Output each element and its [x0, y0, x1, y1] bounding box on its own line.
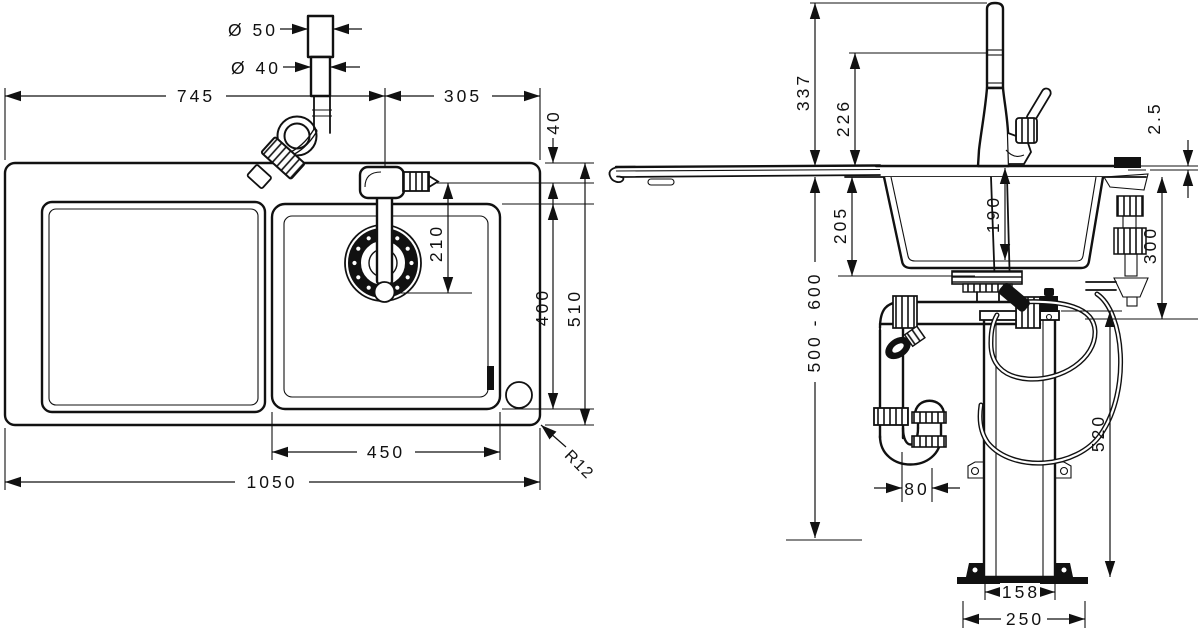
dim-510: 510: [545, 163, 594, 426]
mount-tab-left: [967, 461, 985, 479]
dim-label: 745: [177, 86, 215, 106]
dim-label: 500 - 600: [804, 272, 824, 373]
dim-1050: 1050: [4, 428, 541, 492]
dim-hole-small: Ø 40: [231, 58, 360, 78]
rim-clamp-cap: [1114, 157, 1141, 168]
dim-label: 1050: [247, 472, 298, 492]
dim-400: 400: [502, 203, 594, 410]
drain-plumbing: [873, 270, 1042, 466]
dim-label: 520: [1088, 414, 1108, 452]
dim-2-5: 2.5: [1141, 101, 1198, 198]
dim-label: 40: [543, 109, 563, 134]
mount-tab-right: [1054, 461, 1072, 479]
dim-label: 450: [367, 442, 405, 462]
trap-outlet: [885, 325, 926, 360]
dim-label: R12: [561, 447, 597, 483]
spout-outlet: [373, 281, 396, 303]
pipe-nut: [892, 295, 918, 329]
drainboard-pad: [647, 178, 675, 186]
dim-label: 205: [830, 206, 850, 244]
dim-205: 205: [830, 177, 975, 277]
dim-305: 305: [385, 86, 541, 160]
dim-label: 510: [564, 289, 584, 327]
hose-elbow-fitting: [998, 282, 1030, 312]
shank-d40: [309, 55, 332, 98]
faucet-body: [976, 86, 1011, 168]
dim-40: 40: [540, 109, 594, 208]
dim-label: 300: [1140, 226, 1160, 264]
dim-label: 210: [426, 224, 446, 262]
dim-226: 226: [833, 52, 987, 166]
sbox-column: [957, 288, 1088, 584]
hose-elbow: [286, 128, 318, 158]
dim-158: 158: [984, 582, 1056, 602]
trap-nut: [873, 407, 909, 426]
dim-250: 250: [962, 601, 1086, 629]
hose-guide-funnel: [1113, 277, 1149, 298]
dim-label: 226: [833, 99, 853, 137]
handle-block: [402, 171, 430, 192]
handle-tip: [428, 174, 440, 189]
drainboard-profile: [608, 164, 882, 186]
spout-arm: [375, 194, 394, 286]
dim-450: 450: [271, 412, 501, 462]
dim-label: 305: [444, 86, 482, 106]
dim-337: 337: [793, 2, 987, 166]
drainboard-inner-line: [48, 208, 259, 406]
fastening-hardware: [1085, 173, 1149, 307]
pullout-hoses: [977, 282, 1124, 466]
dim-label: 80: [904, 479, 929, 499]
shank-d50: [306, 14, 335, 59]
drainboard: [40, 200, 267, 414]
dim-label: 158: [1002, 582, 1040, 602]
dim-745: 745: [4, 86, 385, 160]
dim-label: 190: [983, 195, 1003, 233]
dim-label: 250: [1006, 609, 1044, 629]
trap-dome: [913, 399, 946, 417]
dim-210: 210: [396, 183, 472, 294]
dim-500-600: 500 - 600: [786, 177, 862, 541]
dim-hole-large: Ø 50: [228, 20, 362, 40]
drain-flange: [951, 270, 1023, 285]
dim-80: 80: [874, 452, 960, 502]
handle-base: [1015, 117, 1038, 144]
dim-300: 300: [1085, 177, 1198, 320]
hose-nut: [260, 136, 306, 180]
dim-label: 400: [532, 288, 552, 326]
drainboard-lip: [608, 166, 625, 183]
spout-column: [985, 1, 1005, 90]
sink-top-view: Ø 50 Ø 40 745 305 40: [3, 14, 597, 492]
base-plate: [957, 577, 1088, 584]
dim-r12: R12: [540, 424, 597, 483]
accessory-hole: [505, 381, 533, 409]
dim-520: 520: [1061, 310, 1122, 577]
faucet-shank-detail: [246, 14, 335, 189]
sink-side-view: 337 226 2.5 190 205 500 - 600: [608, 1, 1198, 629]
faucet-base: [358, 165, 406, 200]
faucet-top-view: [358, 88, 440, 303]
dim-label: Ø 50: [228, 20, 278, 40]
dim-label: Ø 40: [231, 58, 281, 78]
overflow-slot: [487, 366, 494, 390]
dim-190: 190: [983, 168, 1011, 260]
dim-label: 337: [793, 73, 813, 111]
dim-label: 2.5: [1144, 101, 1164, 134]
